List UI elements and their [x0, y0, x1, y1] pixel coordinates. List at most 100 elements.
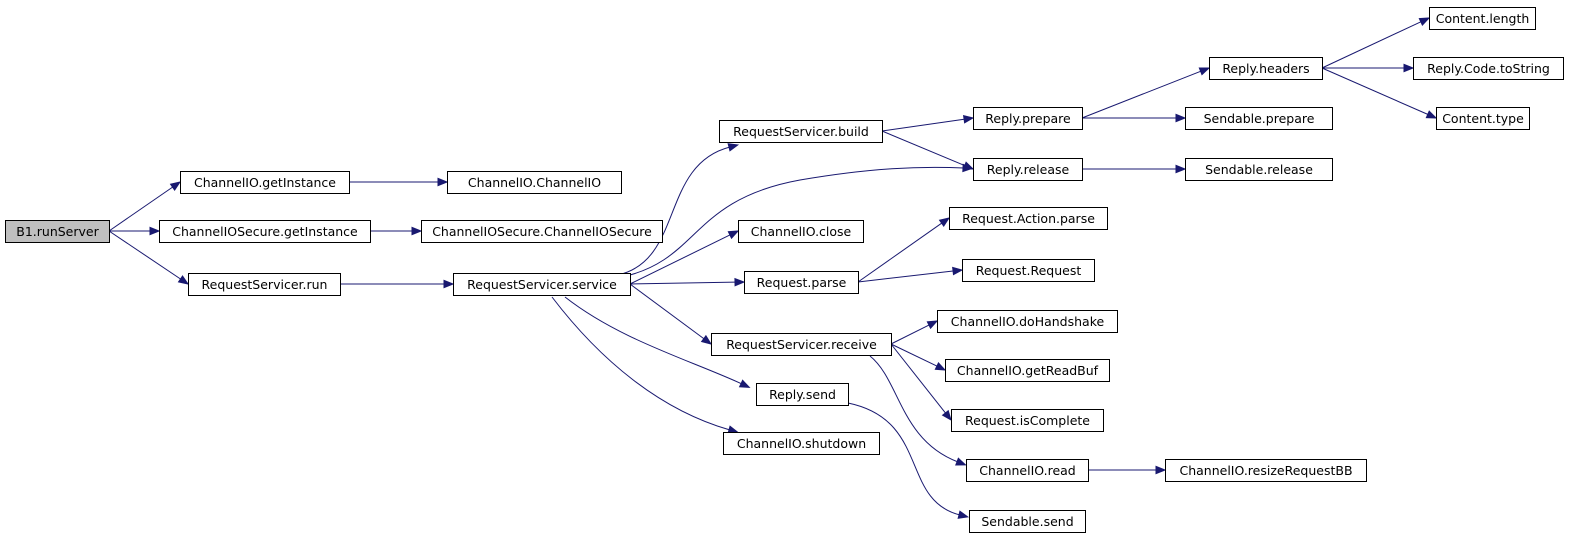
arrow-head — [934, 361, 947, 371]
arrow-head — [738, 379, 751, 388]
edge-line — [890, 324, 930, 345]
node-label: ChannelIO.getInstance — [194, 175, 336, 190]
edge-rsService-to-replySend — [564, 296, 751, 388]
node-label: Content.type — [1442, 111, 1524, 126]
node-box[interactable] — [1429, 7, 1536, 30]
node-label: B1.runServer — [16, 224, 99, 239]
node-box[interactable] — [1436, 107, 1530, 130]
node-contentLength[interactable]: Content.length — [1429, 7, 1536, 30]
node-box[interactable] — [159, 220, 371, 243]
node-box[interactable] — [949, 207, 1108, 230]
node-label: Reply.send — [769, 387, 836, 402]
edge-line — [857, 270, 954, 283]
node-sendablePrepare[interactable]: Sendable.prepare — [1185, 107, 1333, 130]
edge-replyHeaders-to-contentType — [1321, 67, 1438, 119]
node-reqActionParse[interactable]: Request.Action.parse — [949, 207, 1108, 230]
node-box[interactable] — [1165, 459, 1367, 482]
node-box[interactable] — [1185, 158, 1333, 181]
node-label: Sendable.release — [1205, 162, 1313, 177]
node-cioResizeRequestBB[interactable]: ChannelIO.resizeRequestBB — [1165, 459, 1367, 482]
node-rsReceive[interactable]: RequestServicer.receive — [711, 333, 892, 356]
node-cioRead[interactable]: ChannelIO.read — [966, 459, 1089, 482]
node-ciosCtor[interactable]: ChannelIOSecure.ChannelIOSecure — [421, 220, 663, 243]
node-label: ChannelIO.close — [751, 224, 852, 239]
node-box[interactable] — [969, 510, 1086, 533]
node-box[interactable] — [711, 333, 892, 356]
node-box[interactable] — [719, 120, 883, 143]
node-cioGetReadBuf[interactable]: ChannelIO.getReadBuf — [945, 359, 1110, 382]
edge-line — [890, 343, 946, 414]
arrow-head — [1418, 17, 1431, 26]
arrow-head — [1155, 465, 1167, 475]
node-box[interactable] — [951, 409, 1104, 432]
node-box[interactable] — [738, 220, 864, 243]
edge-replyPrepare-to-replyHeaders — [1081, 67, 1211, 119]
node-box[interactable] — [937, 310, 1118, 333]
root-node-box[interactable] — [5, 220, 110, 243]
node-box[interactable] — [180, 171, 350, 194]
arrow-head — [962, 161, 975, 170]
arrow-head — [1403, 63, 1415, 73]
node-box[interactable] — [744, 271, 859, 294]
node-replyCodeToString[interactable]: Reply.Code.toString — [1413, 57, 1564, 80]
node-cioClose[interactable]: ChannelIO.close — [738, 220, 864, 243]
edge-line — [564, 296, 744, 385]
node-box[interactable] — [756, 383, 849, 406]
node-contentType[interactable]: Content.type — [1436, 107, 1530, 130]
edge-line — [881, 118, 965, 132]
node-reqRequest[interactable]: Request.Request — [962, 259, 1095, 282]
node-label: ChannelIO.getReadBuf — [957, 363, 1099, 378]
edge-line — [629, 234, 731, 285]
edge-cioGetInstance-to-cioCtor — [349, 177, 449, 187]
edge-rsService-to-rsReceive — [629, 283, 713, 345]
edge-rsService-to-reqParse — [629, 277, 746, 287]
node-box[interactable] — [453, 273, 631, 296]
edge-line — [617, 146, 732, 276]
node-box[interactable] — [723, 432, 880, 455]
arrow-head — [411, 226, 423, 236]
node-runServer[interactable]: B1.runServer — [5, 220, 110, 243]
node-sendableSend[interactable]: Sendable.send — [969, 510, 1086, 533]
node-rsService[interactable]: RequestServicer.service — [453, 273, 631, 296]
node-cioGetInstance[interactable]: ChannelIO.getInstance — [180, 171, 350, 194]
edge-line — [1081, 70, 1201, 119]
node-cioShutdown[interactable]: ChannelIO.shutdown — [723, 432, 880, 455]
node-box[interactable] — [1413, 57, 1564, 80]
node-box[interactable] — [1185, 107, 1333, 130]
node-rsBuild[interactable]: RequestServicer.build — [719, 120, 883, 143]
edge-replyHeaders-to-replyCodeToString — [1322, 63, 1415, 73]
node-replyHeaders[interactable]: Reply.headers — [1209, 57, 1323, 80]
node-label: Sendable.send — [981, 514, 1073, 529]
node-label: RequestServicer.receive — [726, 337, 877, 352]
node-label: Reply.prepare — [985, 111, 1071, 126]
edge-rsService-to-rsBuild — [617, 143, 740, 276]
node-box[interactable] — [966, 459, 1089, 482]
node-box[interactable] — [973, 107, 1083, 130]
node-label: ChannelIO.ChannelIO — [468, 175, 601, 190]
node-reqParse[interactable]: Request.parse — [744, 271, 859, 294]
node-box[interactable] — [1209, 57, 1323, 80]
node-box[interactable] — [962, 259, 1095, 282]
node-replySend[interactable]: Reply.send — [756, 383, 849, 406]
edge-rsRun-to-rsService — [340, 279, 455, 289]
node-sendableRelease[interactable]: Sendable.release — [1185, 158, 1333, 181]
node-rsRun[interactable]: RequestServicer.run — [188, 273, 341, 296]
node-label: Content.length — [1436, 11, 1530, 26]
node-box[interactable] — [188, 273, 341, 296]
node-ciosGetInstance[interactable]: ChannelIOSecure.getInstance — [159, 220, 371, 243]
node-label: ChannelIOSecure.ChannelIOSecure — [432, 224, 652, 239]
node-replyPrepare[interactable]: Reply.prepare — [973, 107, 1083, 130]
node-box[interactable] — [973, 158, 1083, 181]
arrow-head — [700, 334, 713, 345]
node-box[interactable] — [447, 171, 622, 194]
node-replyRelease[interactable]: Reply.release — [973, 158, 1083, 181]
edge-reqParse-to-reqRequest — [857, 266, 964, 283]
node-cioCtor[interactable]: ChannelIO.ChannelIO — [447, 171, 622, 194]
arrow-head — [437, 177, 449, 187]
node-cioDoHandshake[interactable]: ChannelIO.doHandshake — [937, 310, 1118, 333]
node-reqIsComplete[interactable]: Request.isComplete — [951, 409, 1104, 432]
edge-line — [1321, 67, 1428, 115]
edge-rsReceive-to-cioRead — [869, 355, 967, 466]
node-box[interactable] — [945, 359, 1110, 382]
node-box[interactable] — [421, 220, 663, 243]
